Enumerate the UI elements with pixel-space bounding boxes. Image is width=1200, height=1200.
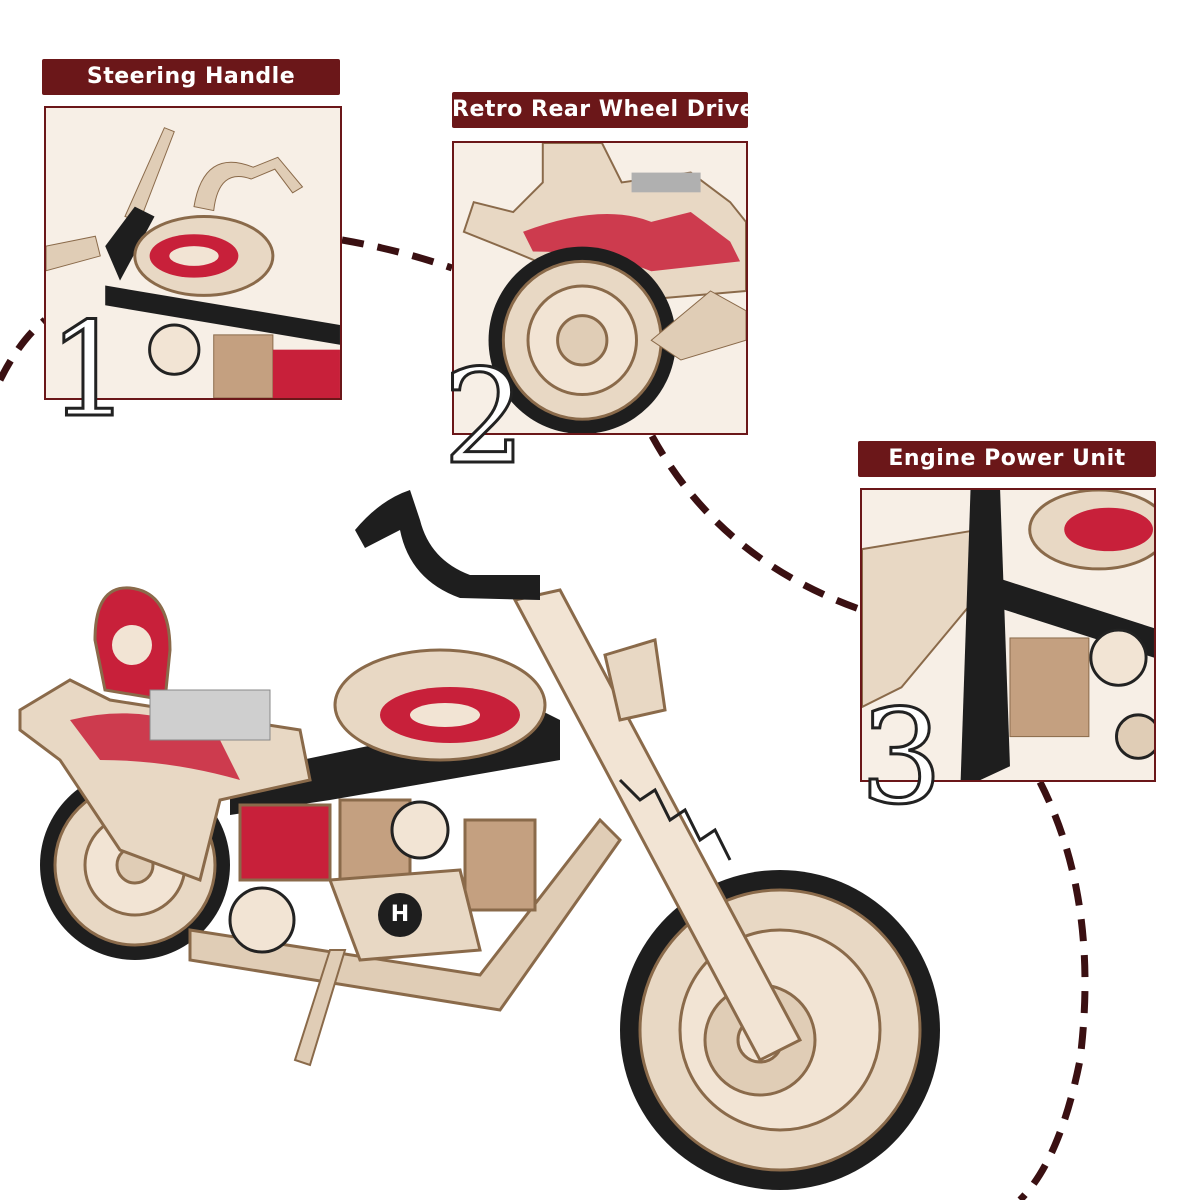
rear-wheel-drive-label: Retro Rear Wheel Drive: [452, 92, 755, 128]
rear-wheel-drive-photo: [452, 141, 748, 435]
steering-handle-photo: [44, 106, 342, 400]
step-number-3: 3: [859, 681, 945, 833]
engine-badge: H: [390, 902, 410, 927]
engine-power-unit-label: Engine Power Unit: [858, 441, 1156, 477]
rear-wheel-image: [454, 143, 746, 433]
engine-image: [862, 490, 1154, 780]
step-number-1: 1: [47, 294, 133, 446]
steering-handle-image: [46, 108, 340, 398]
steering-handle-label: Steering Handle: [42, 59, 340, 95]
step-number-2: 2: [442, 341, 528, 493]
engine-power-unit-photo: [860, 488, 1156, 782]
